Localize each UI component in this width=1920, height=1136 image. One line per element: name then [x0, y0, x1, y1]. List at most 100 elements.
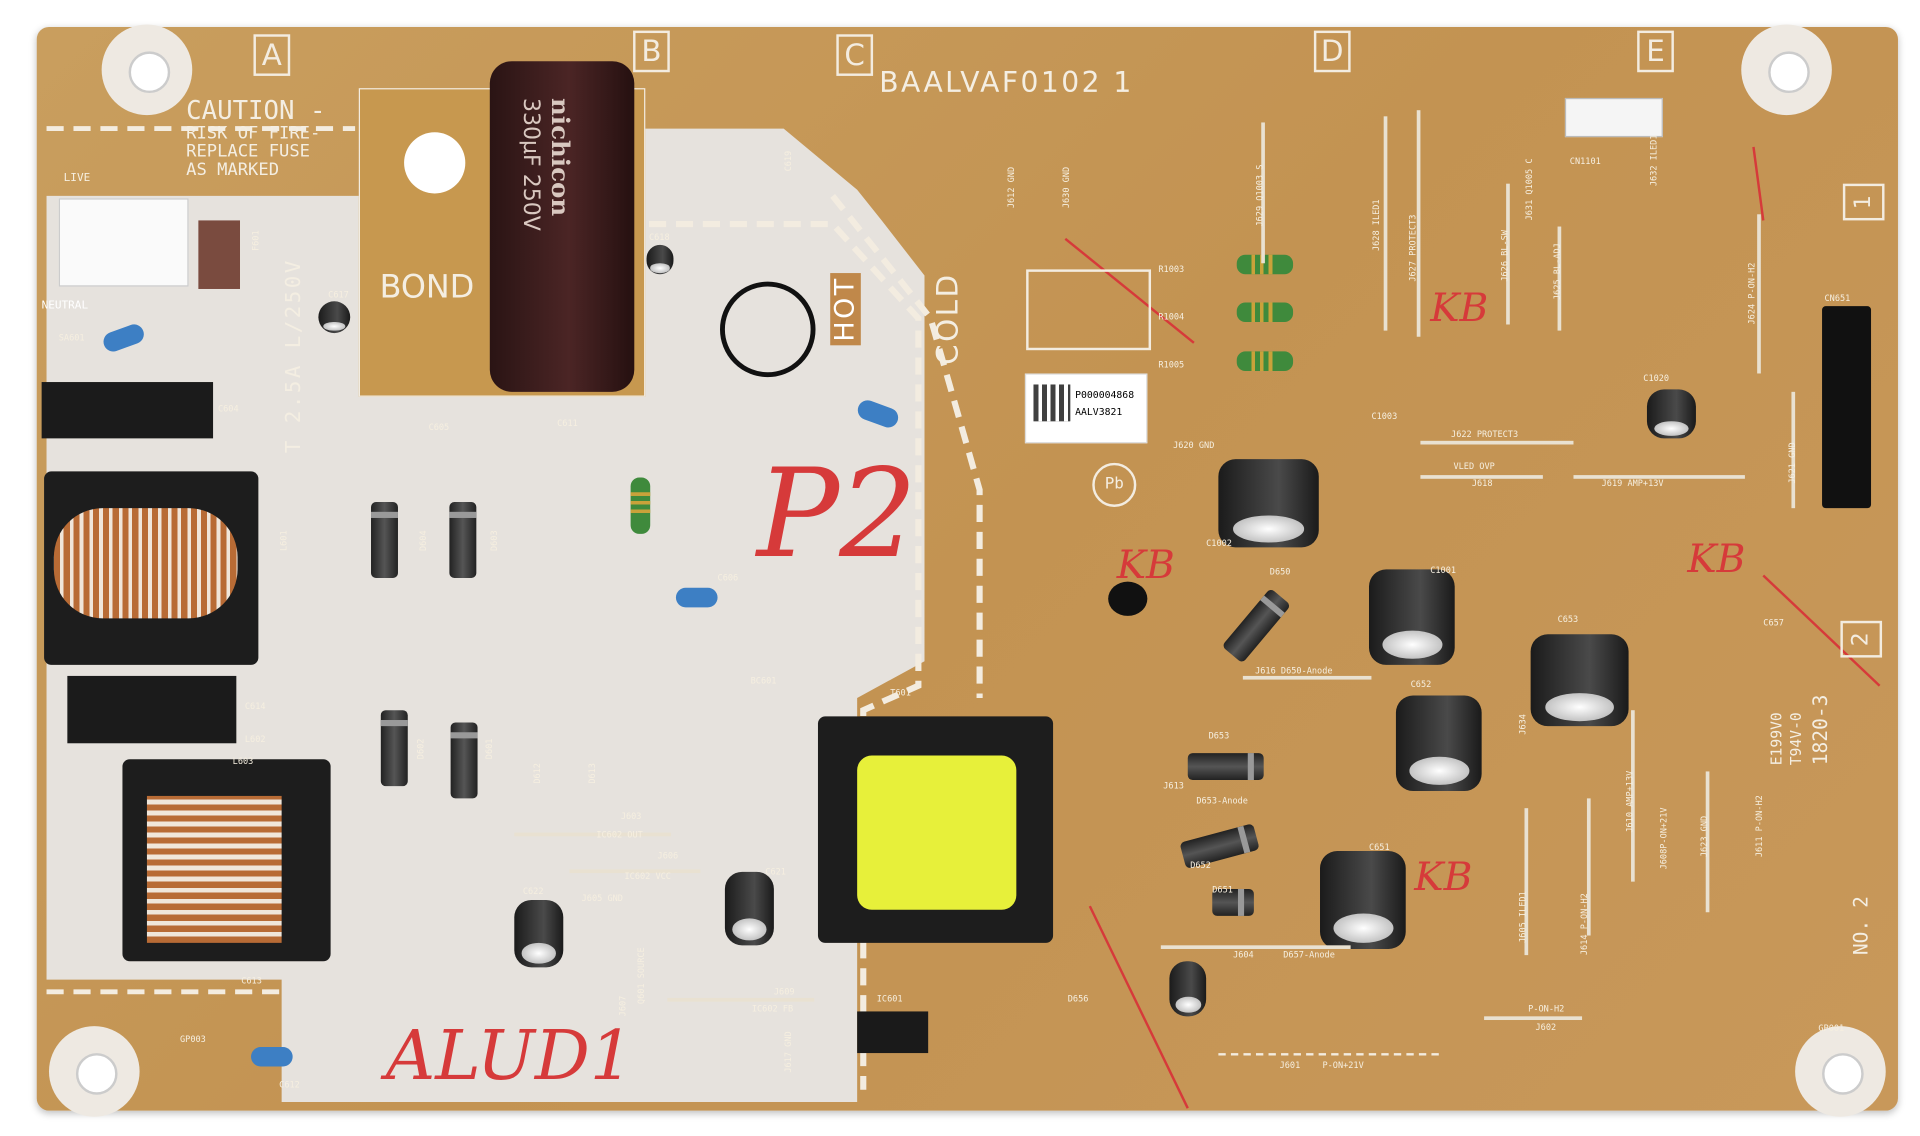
component-label: J628 ILED1	[1371, 199, 1382, 252]
ul-code: E199V0	[1768, 712, 1786, 766]
component-label: Q601 SOURCE	[636, 947, 647, 1005]
caution-line: AS MARKED	[186, 160, 280, 181]
component-label: J606	[657, 851, 679, 861]
component-label: CN651	[1824, 293, 1851, 304]
caution-heading: CAUTION -	[186, 95, 326, 125]
live-label: LIVE	[63, 172, 91, 185]
component-label: D651	[1212, 885, 1233, 896]
component-label: IC602 VCC	[624, 871, 671, 882]
jumper-j604	[1160, 945, 1351, 949]
caution-line: REPLACE FUSE	[186, 142, 310, 162]
component-label: D612	[532, 763, 543, 784]
component-label: J605 ILED1	[1518, 891, 1529, 943]
component-label: J609	[773, 986, 795, 997]
component-label: C622	[522, 886, 544, 897]
mounting-hole-bottom-left	[48, 1026, 140, 1117]
capacitor-c651	[1320, 851, 1406, 949]
fuse	[198, 220, 241, 289]
qr-label-code: AALV3821	[1075, 406, 1123, 418]
jumper-j610	[1631, 710, 1635, 882]
pb-free-mark: Pb	[1092, 462, 1137, 507]
component-label: IC601	[876, 994, 903, 1005]
capacitor-small	[1169, 961, 1207, 1017]
component-label: J611 P-ON-H2	[1754, 795, 1765, 858]
qr-code-icon	[1033, 384, 1071, 422]
diode-d602	[380, 710, 408, 787]
component-label: J630 GND	[1061, 166, 1072, 209]
capacitor-c653	[1530, 634, 1629, 727]
copper-winding	[146, 795, 282, 943]
board-part-number: BAALVAF0102 1	[879, 67, 1134, 100]
component-label: J626 BL-SW	[1500, 230, 1510, 282]
line-filter-l601	[44, 471, 259, 665]
component-label: D601	[484, 738, 495, 760]
component-label: D604	[418, 530, 429, 552]
handwritten-kb: KB	[1414, 853, 1473, 901]
bond-label: BOND	[379, 269, 475, 307]
component-label: CN1101	[1569, 156, 1601, 167]
cold-label: COLD	[930, 272, 965, 365]
jumper-j609	[667, 997, 815, 1002]
component-label: J621 GND	[1787, 442, 1798, 484]
row-marker-1: 1	[1842, 183, 1885, 221]
component-label: D657-Anode	[1283, 950, 1335, 961]
component-label: P-ON-H2	[1528, 1004, 1565, 1014]
component-label: C617	[328, 290, 349, 301]
component-label: J612 GND	[1006, 166, 1017, 209]
component-label: BC601	[750, 675, 777, 686]
component-label: C613	[241, 975, 262, 986]
jumper-j629	[1261, 122, 1265, 264]
component-label: SA601	[58, 333, 85, 343]
component-label: C619	[783, 150, 794, 172]
diode-d601	[450, 722, 478, 799]
component-label: C618	[648, 232, 670, 243]
capacitor-c604	[41, 382, 214, 439]
jumper-j626	[1506, 183, 1510, 325]
jumper-j625	[1557, 226, 1562, 331]
component-label: D613	[587, 763, 598, 784]
component-label: D656	[1067, 994, 1089, 1005]
board-number: NO. 2	[1848, 896, 1873, 956]
component-label: J622 PROTECT3	[1451, 429, 1519, 440]
resistor-r1003	[1236, 254, 1294, 275]
capacitor-c622	[514, 900, 564, 968]
component-label: D603	[489, 530, 500, 552]
component-label: J605 GND	[581, 893, 623, 904]
jumper-j622	[1420, 440, 1574, 445]
component-label: R1004	[1158, 312, 1185, 323]
jumper-j614	[1586, 798, 1591, 936]
component-label: J632 ILED1	[1649, 134, 1660, 187]
mounting-hole-top-left	[101, 24, 193, 116]
capacitor-brand: nichicon	[546, 97, 576, 217]
transformer-t601	[817, 716, 1054, 943]
jumper-j624	[1757, 214, 1761, 374]
component-label: R1003	[1158, 264, 1185, 275]
component-label: C612	[279, 1080, 300, 1090]
column-marker-d: D	[1313, 30, 1351, 73]
component-label: L603	[232, 756, 254, 767]
component-label: T601	[890, 688, 911, 698]
component-label: J623 GND	[1699, 815, 1710, 858]
handwritten-kb: KB	[1116, 541, 1175, 588]
component-label: J634	[1518, 714, 1529, 735]
hot-label: HOT	[830, 272, 861, 346]
caution-line: RISK OF FIRE-	[186, 123, 321, 144]
component-label: C621	[765, 866, 786, 877]
handwritten-kb: KB	[1430, 284, 1489, 331]
column-marker-c: C	[836, 34, 874, 76]
handwritten-alud1: ALUD1	[385, 1016, 634, 1096]
resistor-r1004	[1236, 302, 1294, 323]
row-marker-2: 2	[1840, 620, 1883, 658]
component-label: J602	[1535, 1022, 1557, 1033]
component-label: C1003	[1371, 411, 1398, 422]
column-marker-a: A	[253, 34, 291, 76]
empty-component-outline	[1026, 269, 1152, 351]
y-capacitor	[251, 1046, 293, 1067]
component-label: C611	[557, 418, 578, 429]
component-label: C1020	[1643, 373, 1670, 384]
component-label: J627 PROTECT3	[1408, 214, 1418, 282]
component-label: D652	[1190, 860, 1211, 871]
component-label: C651	[1368, 842, 1390, 853]
component-label: D653	[1208, 731, 1230, 741]
component-label: J616 D650-Anode	[1255, 666, 1333, 676]
